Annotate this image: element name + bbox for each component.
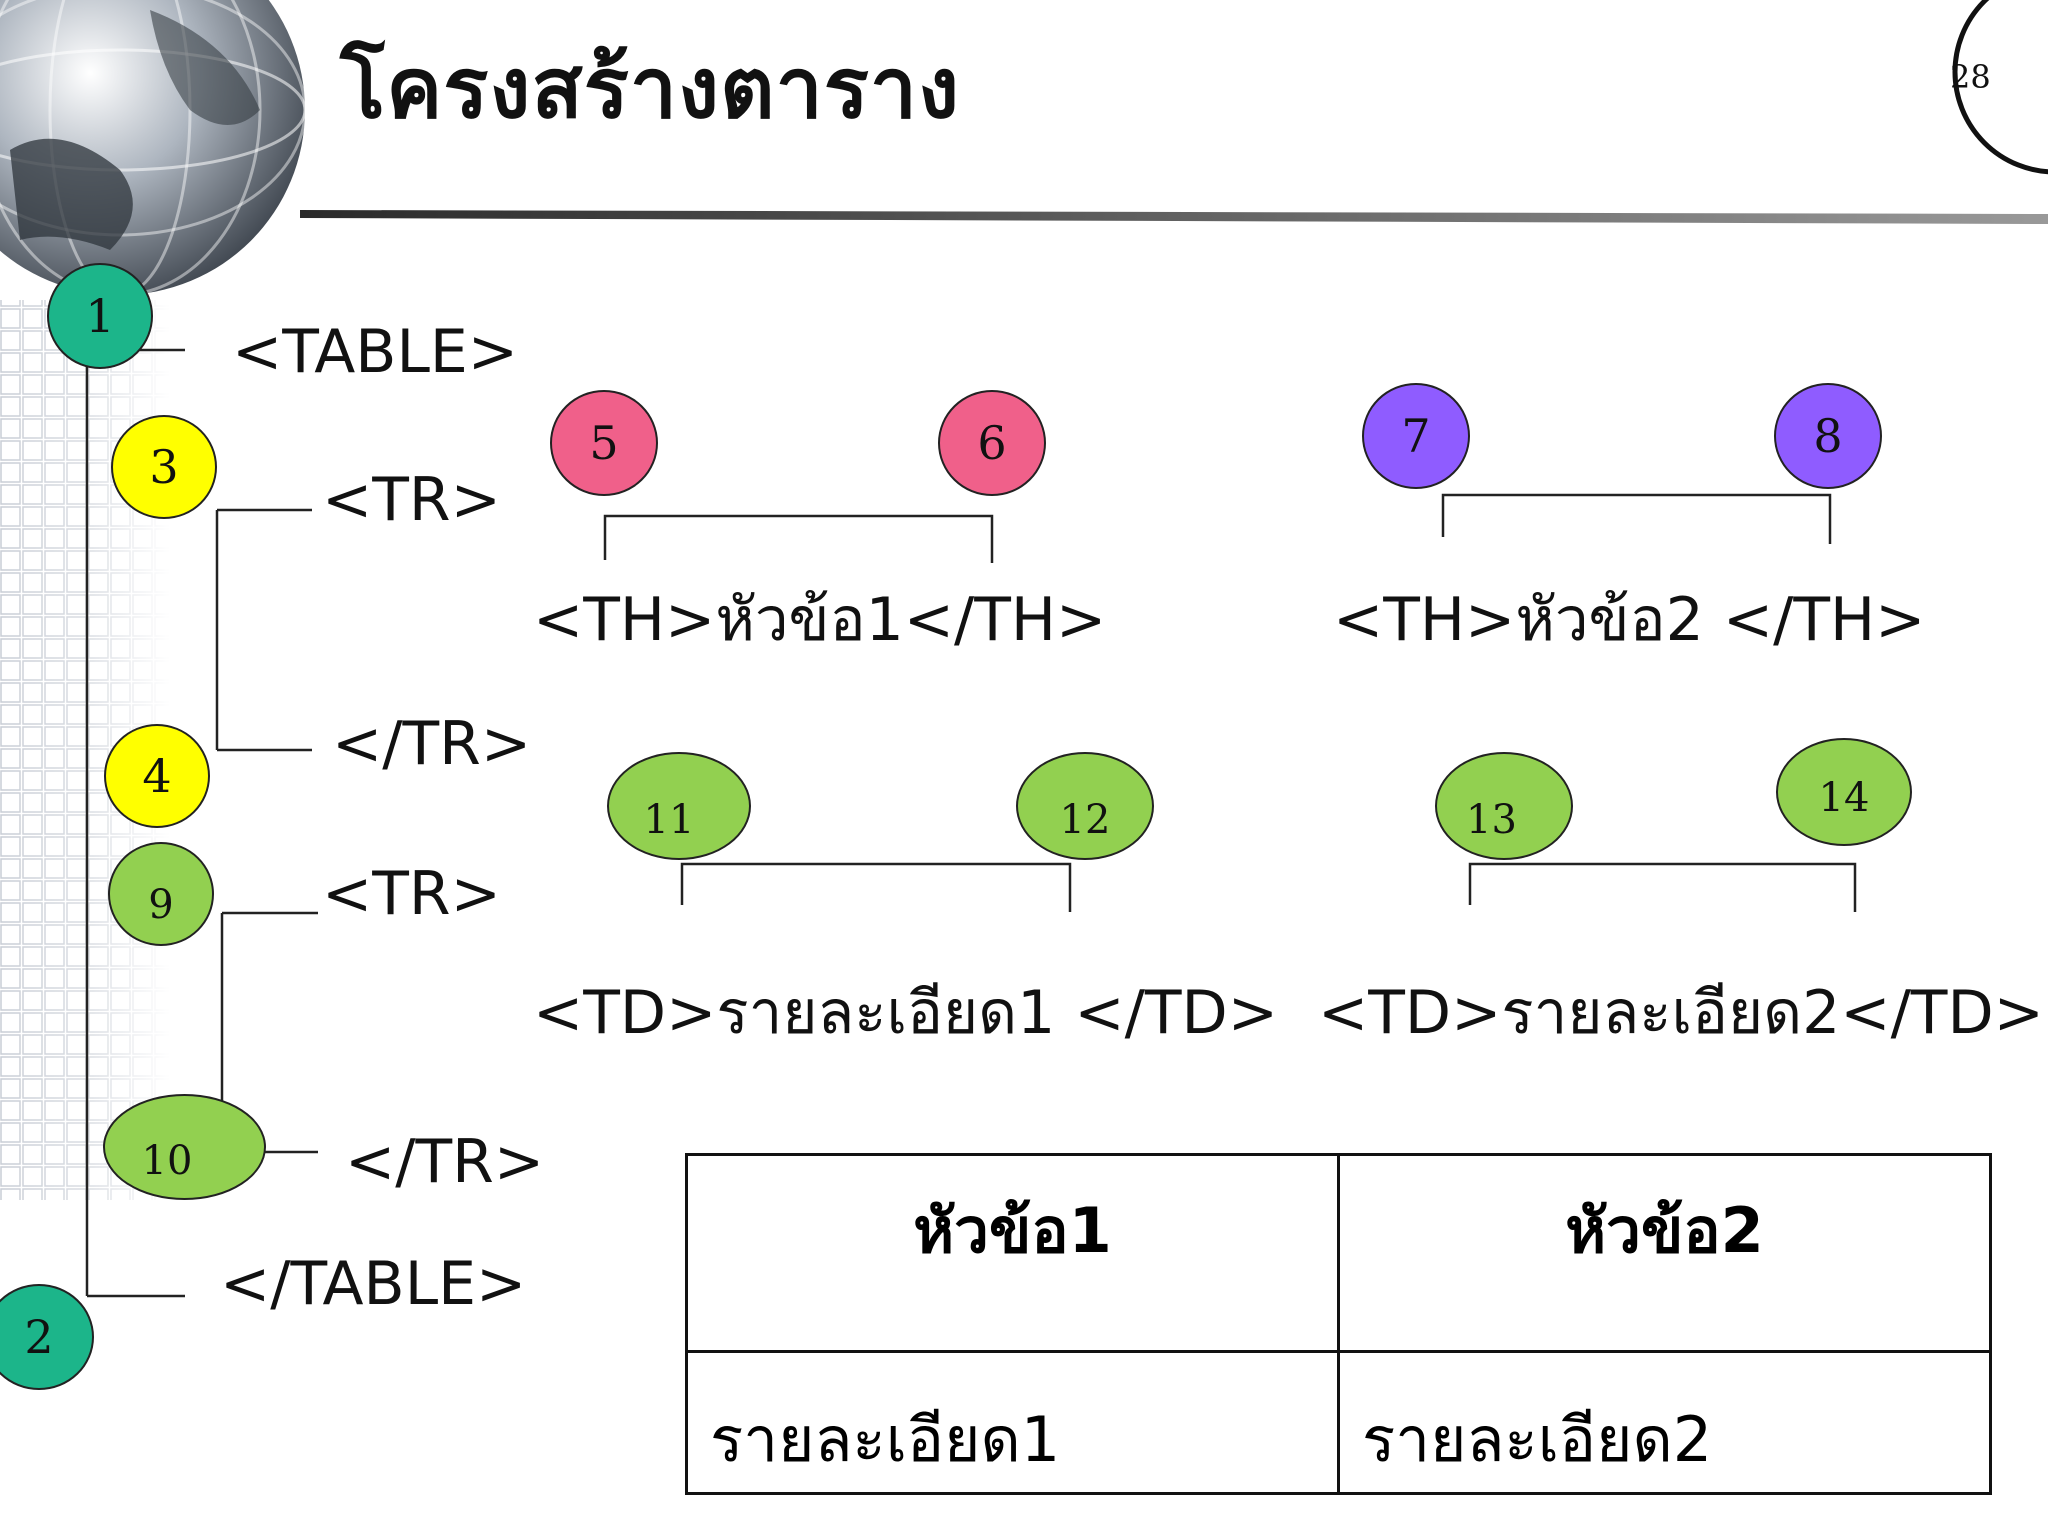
code-table-close: </TABLE> — [220, 1249, 527, 1319]
step-badge-6: 6 — [938, 390, 1046, 496]
table-row: รายละเอียด1 รายละเอียด2 — [685, 1350, 1992, 1495]
globe-icon — [0, 0, 307, 297]
code-th-1: <TH>หัวข้อ1</TH> — [533, 585, 1107, 655]
step-badge-14: 14 — [1776, 738, 1912, 846]
step-badge-label: 1 — [85, 289, 115, 343]
step-badge-2: 2 — [0, 1284, 94, 1390]
step-badge-11: 11 — [607, 752, 751, 860]
step-badge-label: 6 — [977, 416, 1007, 470]
step-badge-12: 12 — [1016, 752, 1154, 860]
step-badge-5: 5 — [550, 390, 658, 496]
code-td-2: <TD>รายละเอียด2</TD> — [1318, 978, 2044, 1048]
step-badge-label: 2 — [24, 1310, 54, 1364]
step-badge-3: 3 — [111, 415, 217, 519]
connector-lines — [85, 348, 1857, 1298]
table-header-cell: หัวข้อ2 — [1337, 1153, 1992, 1353]
step-badge-label: 12 — [1059, 797, 1111, 843]
step-badge-8: 8 — [1774, 383, 1882, 489]
page-number: 28 — [1950, 58, 1991, 96]
step-badge-label: 13 — [1466, 797, 1517, 843]
step-badge-label: 5 — [589, 416, 619, 470]
step-badge-label: 7 — [1401, 409, 1431, 463]
code-tr-close-2: </TR> — [345, 1127, 545, 1197]
table-cell: รายละเอียด1 — [685, 1350, 1340, 1495]
header-rule — [300, 210, 2048, 224]
step-badge-7: 7 — [1362, 383, 1470, 489]
step-badge-label: 11 — [643, 797, 695, 843]
step-badge-label: 3 — [149, 440, 179, 494]
step-badge-13: 13 — [1435, 752, 1573, 860]
code-th-2: <TH>หัวข้อ2 </TH> — [1333, 585, 1926, 655]
table-header-cell: หัวข้อ1 — [685, 1153, 1340, 1353]
step-badge-10: 10 — [103, 1094, 266, 1200]
table-cell: รายละเอียด2 — [1337, 1350, 1992, 1495]
step-badge-label: 4 — [142, 749, 172, 803]
step-badge-label: 9 — [148, 882, 174, 928]
step-badge-1: 1 — [47, 263, 153, 369]
step-badge-4: 4 — [104, 724, 210, 828]
slide-title: โครงสร้างตาราง — [340, 39, 961, 137]
code-table-open: <TABLE> — [232, 317, 519, 387]
code-td-1: <TD>รายละเอียด1 </TD> — [533, 978, 1278, 1048]
example-table: หัวข้อ1 หัวข้อ2 รายละเอียด1 รายละเอียด2 — [685, 1153, 1992, 1495]
code-tr-close-1: </TR> — [332, 709, 532, 779]
table-header-row: หัวข้อ1 หัวข้อ2 — [685, 1153, 1992, 1353]
page-number-circle — [1952, 0, 2048, 175]
step-badge-label: 8 — [1813, 409, 1843, 463]
step-badge-9: 9 — [108, 842, 214, 946]
step-badge-label: 10 — [141, 1138, 193, 1184]
code-tr-open-2: <TR> — [322, 859, 501, 929]
code-tr-open-1: <TR> — [322, 465, 501, 535]
step-badge-label: 14 — [1818, 775, 1870, 821]
